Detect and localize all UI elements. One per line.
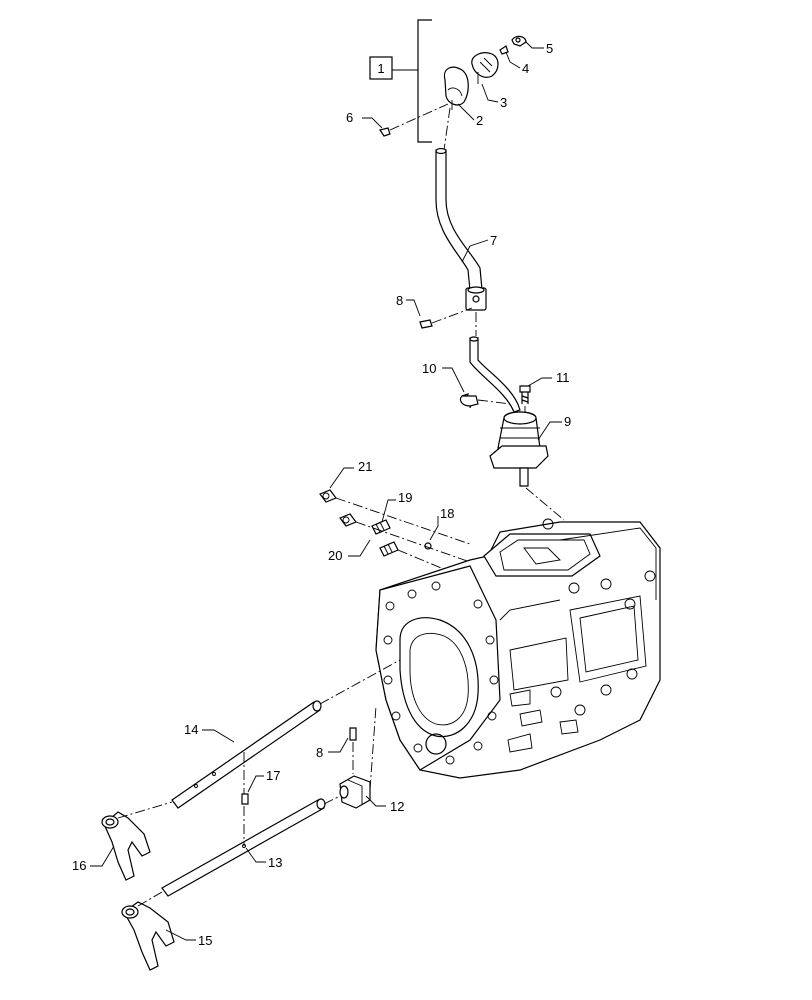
spring-19 bbox=[371, 519, 391, 535]
callout-6: 6 bbox=[346, 110, 353, 125]
callout-3: 3 bbox=[500, 95, 507, 110]
callout-9: 9 bbox=[564, 414, 571, 429]
callout-11: 11 bbox=[556, 370, 570, 385]
assembly-bracket bbox=[369, 19, 432, 143]
callout-16: 16 bbox=[72, 858, 86, 873]
callout-15: 15 bbox=[198, 933, 212, 948]
lever-housing-9 bbox=[489, 411, 549, 487]
knob-plate bbox=[471, 52, 499, 84]
callout-1: 1 bbox=[377, 61, 384, 76]
callout-5: 5 bbox=[546, 41, 553, 56]
retaining-clip bbox=[499, 35, 527, 55]
bolt-11 bbox=[519, 385, 531, 404]
pin-8-lower bbox=[349, 727, 357, 741]
leader-lines bbox=[90, 41, 562, 941]
shift-fork-16 bbox=[101, 811, 151, 881]
callout-21: 21 bbox=[358, 459, 372, 474]
callout-12: 12 bbox=[390, 799, 404, 814]
callout-4: 4 bbox=[522, 61, 529, 76]
callout-20: 20 bbox=[328, 548, 342, 563]
callout-14: 14 bbox=[184, 722, 198, 737]
callout-17: 17 bbox=[266, 768, 280, 783]
shift-rail-13 bbox=[161, 798, 326, 897]
shift-lever-lower bbox=[469, 336, 521, 413]
spring-10 bbox=[459, 393, 479, 409]
callout-8-lower: 8 bbox=[316, 745, 323, 760]
spring-20 bbox=[379, 541, 399, 557]
pin-17 bbox=[241, 793, 249, 805]
transmission-housing bbox=[375, 518, 661, 779]
callout-8-upper: 8 bbox=[396, 293, 403, 308]
pin-8-upper bbox=[419, 319, 433, 329]
shift-rail-14 bbox=[171, 700, 322, 809]
shift-knob bbox=[443, 66, 469, 110]
callout-labels: 1 2 3 4 5 6 7 8 8 9 10 11 12 13 14 15 16… bbox=[72, 41, 571, 948]
roll-pin-6 bbox=[379, 127, 391, 137]
callout-18: 18 bbox=[440, 506, 454, 521]
callout-2: 2 bbox=[476, 113, 483, 128]
detent-plug-21 bbox=[319, 489, 337, 503]
callout-10: 10 bbox=[422, 361, 436, 376]
callout-7: 7 bbox=[490, 233, 497, 248]
shift-fork-15 bbox=[121, 901, 175, 971]
callout-13: 13 bbox=[268, 855, 282, 870]
detent-plug-20 bbox=[339, 513, 357, 527]
shift-lever-upper bbox=[435, 147, 487, 311]
shift-lug-12 bbox=[339, 775, 371, 809]
callout-19: 19 bbox=[398, 490, 412, 505]
